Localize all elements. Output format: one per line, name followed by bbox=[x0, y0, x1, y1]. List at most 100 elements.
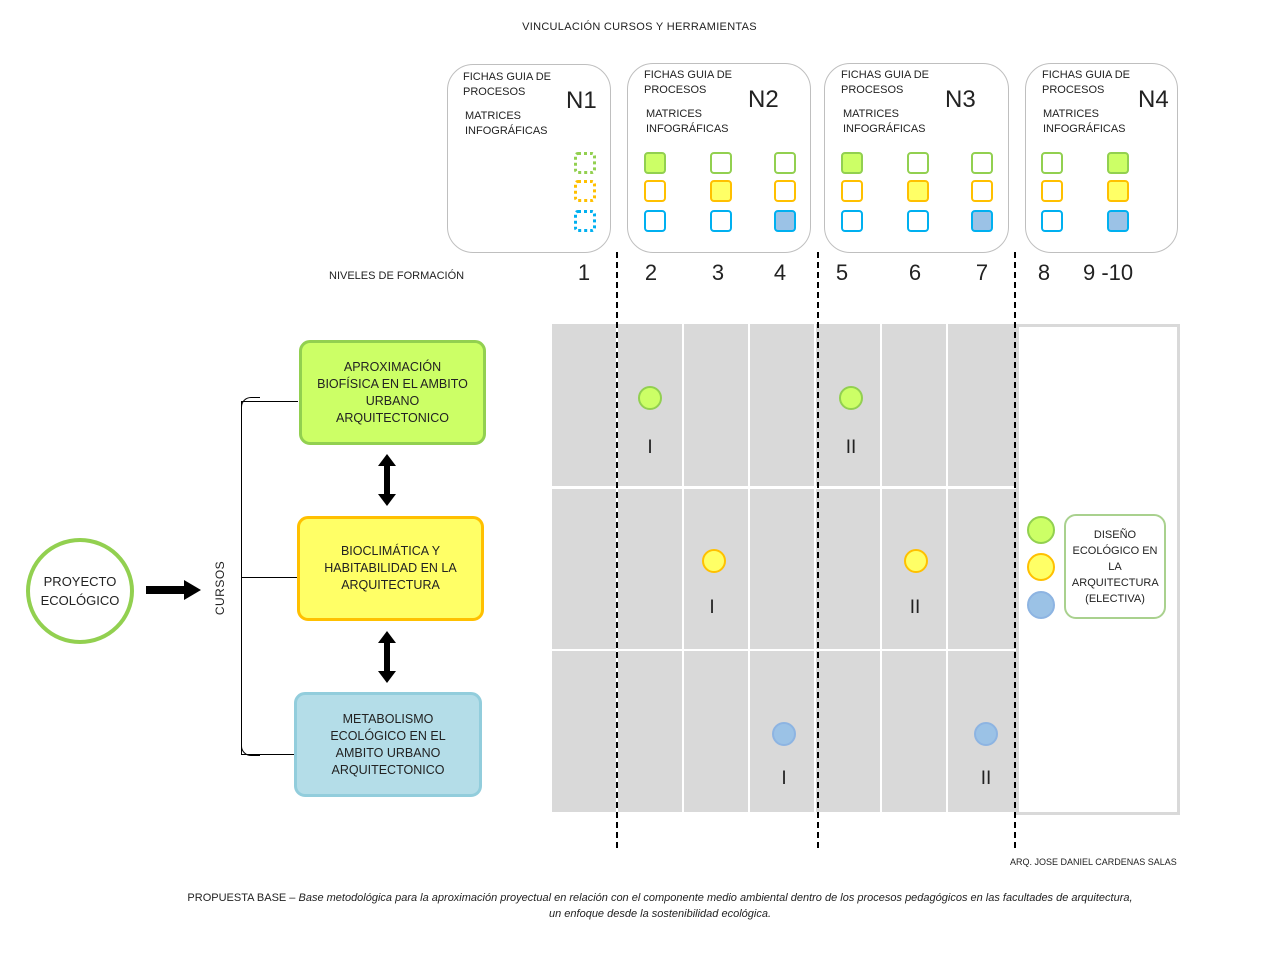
course-dot-yellow bbox=[904, 549, 928, 573]
tool-square-green bbox=[710, 152, 732, 174]
fichas-label: FICHAS GUIA DE PROCESOS bbox=[644, 69, 733, 96]
level-box-n1: FICHAS GUIA DE PROCESOS MATRICES INFOGRÁ… bbox=[447, 64, 611, 253]
root-label: PROYECTO ECOLÓGICO bbox=[40, 574, 120, 608]
grid-cell bbox=[750, 324, 814, 486]
grid-cell bbox=[750, 489, 814, 649]
tool-square-green bbox=[644, 152, 666, 174]
tool-square-yellow bbox=[1041, 180, 1063, 202]
elective-dot-blue bbox=[1027, 591, 1055, 619]
tool-square-blue bbox=[774, 210, 796, 232]
tool-square-blue bbox=[644, 210, 666, 232]
elective-course-box: DISEÑO ECOLÓGICO EN LA ARQUITECTURA (ELE… bbox=[1064, 514, 1166, 619]
grid-cell bbox=[684, 651, 748, 812]
level-box-n2: FICHAS GUIA DE PROCESOS MATRICES INFOGRÁ… bbox=[627, 63, 811, 253]
level-box-n4: FICHAS GUIA DE PROCESOS MATRICES INFOGRÁ… bbox=[1025, 63, 1178, 253]
double-arrow-icon bbox=[378, 631, 396, 683]
tool-square-green bbox=[774, 152, 796, 174]
elective-dot-green bbox=[1027, 516, 1055, 544]
tool-square-blue bbox=[841, 210, 863, 232]
tool-square-blue bbox=[1041, 210, 1063, 232]
niveles-label: NIVELES DE FORMACIÓN bbox=[329, 270, 465, 282]
footer-line2: un enfoque desde la sostenibilidad ecoló… bbox=[549, 908, 771, 920]
double-arrow-icon bbox=[378, 454, 396, 506]
level-number: 9 -10 bbox=[1083, 260, 1134, 285]
course-box-bioclimatica: BIOCLIMÁTICA Y HABITABILIDAD EN LA ARQUI… bbox=[297, 516, 484, 621]
level-number: 5 bbox=[835, 260, 849, 285]
fichas-label: FICHAS GUIA DE PROCESOS bbox=[1042, 69, 1131, 96]
root-node: PROYECTO ECOLÓGICO bbox=[26, 538, 134, 644]
level-separator-line bbox=[817, 252, 819, 848]
course-label: METABOLISMO ECOLÓGICO EN EL AMBITO URBAN… bbox=[330, 711, 446, 777]
tool-square-yellow bbox=[1107, 180, 1129, 202]
bracket-curve bbox=[241, 397, 260, 408]
course-order: II bbox=[909, 597, 921, 618]
matrix-grid bbox=[552, 324, 1180, 815]
level-separator-line bbox=[1014, 252, 1016, 848]
course-box-metabolismo: METABOLISMO ECOLÓGICO EN EL AMBITO URBAN… bbox=[294, 692, 482, 797]
footer-line1: Base metodológica para la aproximación p… bbox=[298, 892, 1133, 904]
tool-square-yellow bbox=[774, 180, 796, 202]
level-number: 4 bbox=[773, 260, 787, 285]
level-number: 1 bbox=[577, 260, 591, 285]
fichas-label: FICHAS GUIA DE PROCESOS bbox=[841, 69, 930, 96]
tool-square-green bbox=[841, 152, 863, 174]
bracket-tick bbox=[241, 401, 298, 402]
level-box-n3: FICHAS GUIA DE PROCESOS MATRICES INFOGRÁ… bbox=[824, 63, 1009, 253]
course-dot-yellow bbox=[702, 549, 726, 573]
tool-square-yellow bbox=[574, 180, 596, 202]
course-dot-blue bbox=[772, 722, 796, 746]
author-credit: ARQ. JOSE DANIEL CARDENAS SALAS bbox=[1010, 857, 1177, 867]
tool-square-green bbox=[907, 152, 929, 174]
level-code: N3 bbox=[945, 86, 976, 113]
tool-square-blue bbox=[574, 210, 596, 232]
level-number: 2 bbox=[644, 260, 658, 285]
course-box-biofisica: APROXIMACIÓN BIOFÍSICA EN EL AMBITO URBA… bbox=[299, 340, 486, 445]
cursos-label: CURSOS bbox=[213, 560, 227, 616]
grid-cell bbox=[948, 489, 1016, 649]
grid-cell bbox=[618, 651, 682, 812]
matrices-label: MATRICES INFOGRÁFICAS bbox=[1043, 108, 1126, 135]
elective-label: DISEÑO ECOLÓGICO EN LA ARQUITECTURA (ELE… bbox=[1071, 528, 1159, 605]
course-dot-green bbox=[638, 386, 662, 410]
level-code: N4 bbox=[1138, 86, 1169, 113]
footer-prefix: PROPUESTA BASE – bbox=[187, 892, 299, 904]
course-label: BIOCLIMÁTICA Y HABITABILIDAD EN LA ARQUI… bbox=[324, 544, 457, 592]
bracket-tick bbox=[241, 754, 294, 755]
grid-cell bbox=[684, 324, 748, 486]
level-number: 8 bbox=[1037, 260, 1051, 285]
grid-cell bbox=[552, 651, 616, 812]
course-label: APROXIMACIÓN BIOFÍSICA EN EL AMBITO URBA… bbox=[317, 359, 468, 425]
arrow-right-icon bbox=[146, 580, 201, 600]
fichas-label: FICHAS GUIA DE PROCESOS bbox=[463, 71, 552, 98]
level-number: 7 bbox=[975, 260, 989, 285]
level-number: 6 bbox=[908, 260, 922, 285]
bracket-curve bbox=[241, 745, 260, 756]
footer-caption: PROPUESTA BASE – Base metodológica para … bbox=[0, 890, 1279, 922]
level-code: N1 bbox=[566, 87, 597, 114]
elective-dot-yellow bbox=[1027, 553, 1055, 581]
tool-square-green bbox=[971, 152, 993, 174]
course-order: I bbox=[647, 437, 653, 458]
grid-cell bbox=[882, 324, 946, 486]
tool-square-blue bbox=[710, 210, 732, 232]
tool-square-green bbox=[574, 152, 596, 174]
tool-square-blue bbox=[1107, 210, 1129, 232]
tool-square-yellow bbox=[841, 180, 863, 202]
tool-square-green bbox=[1107, 152, 1129, 174]
diagram-title: VINCULACIÓN CURSOS Y HERRAMIENTAS bbox=[522, 21, 757, 33]
course-order: II bbox=[845, 437, 857, 458]
level-code: N2 bbox=[748, 86, 779, 113]
matrices-label: MATRICES INFOGRÁFICAS bbox=[646, 108, 729, 135]
tool-square-blue bbox=[971, 210, 993, 232]
grid-cell bbox=[816, 489, 880, 649]
course-dot-green bbox=[839, 386, 863, 410]
bracket-tick bbox=[241, 577, 298, 578]
grid-cell bbox=[552, 324, 616, 486]
tool-square-yellow bbox=[710, 180, 732, 202]
grid-cell bbox=[948, 324, 1016, 486]
tool-square-blue bbox=[907, 210, 929, 232]
level-number: 3 bbox=[711, 260, 725, 285]
tool-square-green bbox=[1041, 152, 1063, 174]
grid-cell bbox=[552, 489, 616, 649]
level-separator-line bbox=[616, 252, 618, 848]
